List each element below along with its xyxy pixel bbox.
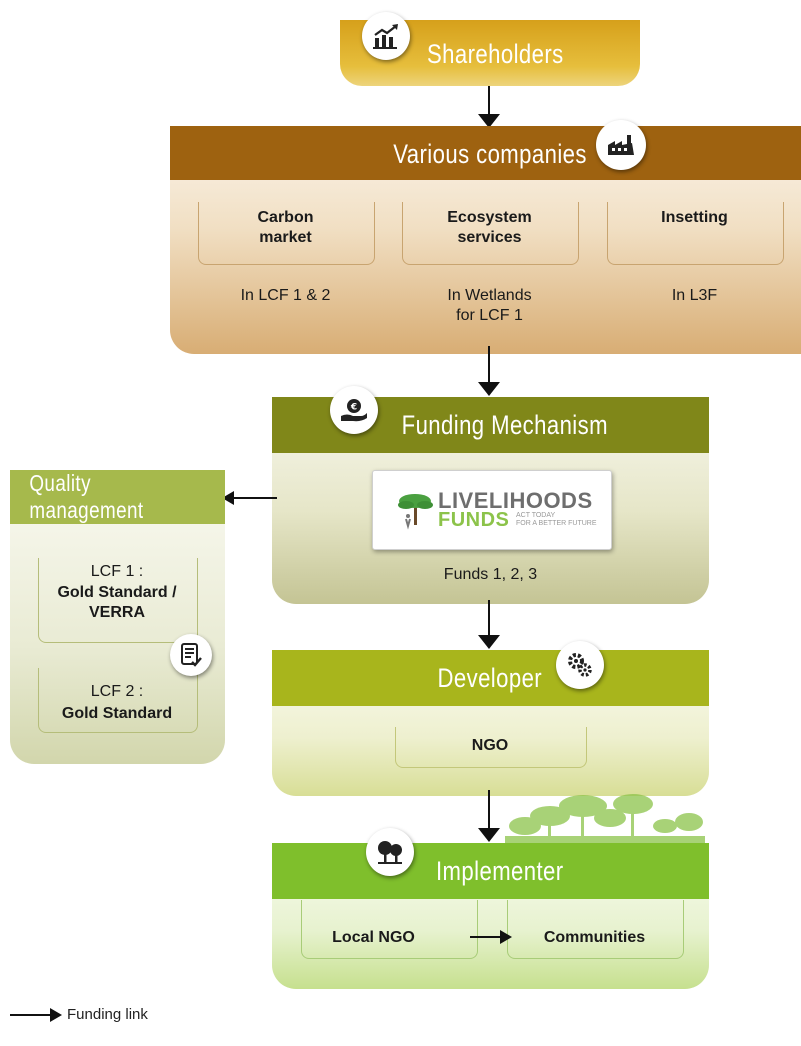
quality-item-1-prefix: LCF 1 : xyxy=(90,563,144,580)
svg-text:€: € xyxy=(350,403,357,413)
local-ngo-box xyxy=(301,900,478,959)
logo-name: LIVELIHOODS xyxy=(438,488,593,513)
carbon-market-label: Carbon market xyxy=(257,209,314,246)
developer-header xyxy=(272,650,709,706)
gears-icon xyxy=(556,641,604,689)
arrowhead xyxy=(478,382,500,396)
legend-label: Funding link xyxy=(67,1006,148,1023)
quality-link-line xyxy=(232,497,277,499)
arrowhead xyxy=(478,114,500,128)
local-to-communities-arrowhead xyxy=(500,930,512,944)
companies-header xyxy=(170,126,801,180)
insetting-box xyxy=(607,202,784,265)
arrowhead xyxy=(478,635,500,649)
local-to-communities-line xyxy=(470,936,502,938)
funding-link-arrow xyxy=(488,600,490,638)
insetting-note: In L3F xyxy=(671,287,718,304)
funding-title: Funding Mechanism xyxy=(401,409,609,440)
money-hand-icon: € xyxy=(330,386,378,434)
funding-link-arrow xyxy=(488,346,490,386)
trees-icon xyxy=(366,828,414,876)
ngo-box xyxy=(395,727,587,768)
ecosystem-services-label: Ecosystem services xyxy=(447,209,532,246)
carbon-market-box xyxy=(198,202,375,265)
ecosystem-services-note: In Wetlands for LCF 1 xyxy=(447,287,532,324)
ecosystem-services-box xyxy=(402,202,579,265)
factory-icon xyxy=(596,120,646,170)
quality-link-arrowhead xyxy=(222,491,234,505)
ngo-label: NGO xyxy=(471,737,509,754)
trees-illustration xyxy=(505,794,705,844)
communities-box xyxy=(507,900,684,959)
logo-sub: FUNDS xyxy=(438,509,510,531)
logo-tagline-2: FOR A BETTER FUTURE xyxy=(516,520,597,527)
quality-title: Quality management xyxy=(29,470,144,523)
quality-item-2-prefix: LCF 2 : xyxy=(90,683,144,700)
legend-arrowhead xyxy=(50,1008,62,1022)
legend-line xyxy=(10,1014,52,1016)
quality-item-1-box xyxy=(38,558,198,643)
local-ngo-label: Local NGO xyxy=(332,929,415,946)
companies-title: Various companies xyxy=(393,138,587,169)
shareholders-title: Shareholders xyxy=(426,38,564,69)
logo-tagline-1: ACT TODAY xyxy=(516,512,556,519)
implementer-title: Implementer xyxy=(436,855,564,886)
funding-link-arrow xyxy=(488,86,490,118)
implementer-header xyxy=(272,843,709,899)
livelihoods-logo xyxy=(372,470,612,550)
quality-item-2-label: Gold Standard xyxy=(61,705,173,722)
chart-icon xyxy=(362,12,410,60)
funds-note: Funds 1, 2, 3 xyxy=(443,566,538,583)
quality-item-2-box xyxy=(38,668,198,733)
quality-item-1-label: Gold Standard / VERRA xyxy=(57,584,177,621)
arrowhead xyxy=(478,828,500,842)
insetting-label: Insetting xyxy=(661,209,728,226)
funding-link-arrow xyxy=(488,790,490,830)
quality-header xyxy=(10,470,225,524)
developer-title: Developer xyxy=(437,662,543,693)
carbon-market-note: In LCF 1 & 2 xyxy=(240,287,331,304)
communities-label: Communities xyxy=(543,929,646,946)
checklist-icon xyxy=(170,634,212,676)
